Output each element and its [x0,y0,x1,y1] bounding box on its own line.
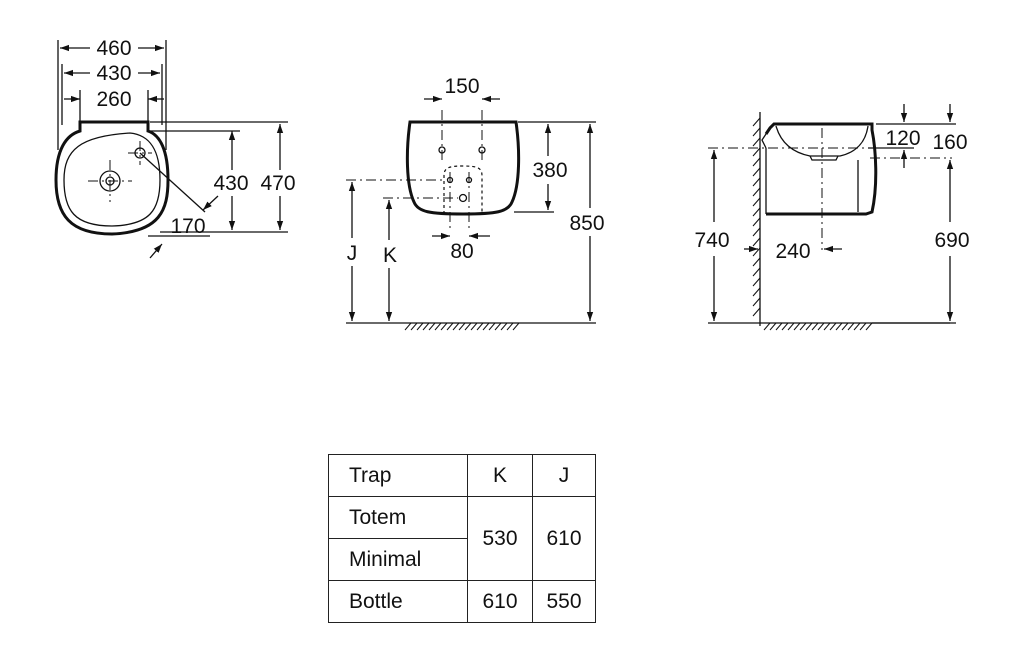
dim-740: 740 [694,229,729,252]
dim-240: 240 [775,240,810,263]
cell-bottle-j: 550 [532,580,596,623]
row-label-bottle: Bottle [328,580,468,623]
label-k: K [383,244,397,267]
dim-690: 690 [934,229,969,252]
dim-430-width: 430 [96,62,131,85]
row-label-minimal: Minimal [328,538,468,581]
basin-outline-top [54,120,170,236]
side-view: 120 160 740 240 690 [694,104,970,331]
basin-outline-front [405,120,521,216]
drain-top [99,170,121,192]
dim-260: 260 [96,88,131,111]
cell-bottle-k: 610 [467,580,533,623]
dim-470: 470 [260,172,295,195]
table-row: Bottle 610 550 [328,580,596,623]
header-j: J [532,454,596,497]
dim-160: 160 [932,131,967,154]
header-trap: Trap [328,454,468,497]
hidden-trap-front [443,165,483,214]
row-label-totem: Totem [328,496,468,539]
top-view: 460 430 260 430 470 170 [54,37,296,259]
front-view: 150 380 850 80 J K [346,75,605,331]
trap-table: Trap K J Totem 530 610 Minimal Bottle 61… [328,454,596,623]
header-k: K [467,454,533,497]
dim-120: 120 [885,127,920,150]
dim-150: 150 [444,75,479,98]
table-row: Totem 530 610 [328,496,596,581]
cell-totem-minimal-j: 610 [532,496,596,581]
dim-170: 170 [170,215,205,238]
dim-80: 80 [450,240,473,263]
dim-380: 380 [532,159,567,182]
cell-totem-minimal-k: 530 [467,496,533,581]
table-header-row: Trap K J [328,454,596,497]
inner-bowl-top [63,132,161,227]
dim-850: 850 [569,212,604,235]
dim-460: 460 [96,37,131,60]
technical-drawing: 460 430 260 430 470 170 [54,37,970,331]
basin-outline-side [764,122,878,216]
label-j: J [347,242,358,265]
dim-430-depth: 430 [213,172,248,195]
